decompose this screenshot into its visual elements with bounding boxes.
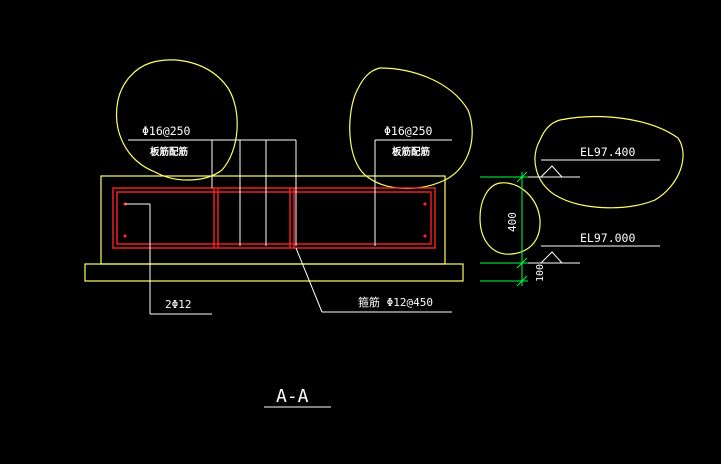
revision-cloud-left [116, 59, 238, 181]
stirrup-label: 箍筋 Φ12@450 [358, 295, 433, 309]
elevation-top-label: EL97.400 [580, 145, 635, 159]
section-title: A-A [276, 386, 309, 407]
elevation-bottom-label: EL97.000 [580, 231, 635, 245]
elevation-marks [480, 159, 660, 264]
rebar-label-left: Φ16@250 [142, 124, 191, 138]
rebar-note-right: 板筋配筋 [392, 146, 431, 158]
revision-cloud-right [534, 116, 684, 209]
rebar-bar-dot [423, 234, 427, 238]
elevation-triangle-top [540, 165, 564, 178]
cushion-layer-outline [84, 263, 464, 282]
rebar-bar-dot [423, 202, 427, 206]
elevation-triangle-bottom [540, 251, 580, 264]
rebar-note-left: 板筋配筋 [150, 146, 189, 158]
bottom-bars-label: 2Φ12 [165, 298, 192, 311]
revision-clouds [116, 59, 684, 255]
revision-cloud-dimension [479, 182, 541, 255]
dimension-depth-label: 400 [506, 212, 519, 232]
rebar-label-right: Φ16@250 [384, 124, 433, 138]
rebar-bar-dot [123, 234, 127, 238]
rebar-inner-loop [116, 191, 432, 245]
foundation-slab-outline [100, 175, 446, 265]
dimension-lines [480, 171, 528, 287]
rebar-cage [112, 187, 436, 249]
rebar-bars [123, 202, 427, 238]
concrete-section [84, 175, 464, 282]
rebar-outer-loop [112, 187, 436, 249]
dimension-cushion-label: 100 [535, 264, 546, 282]
leader-lines [125, 139, 452, 315]
